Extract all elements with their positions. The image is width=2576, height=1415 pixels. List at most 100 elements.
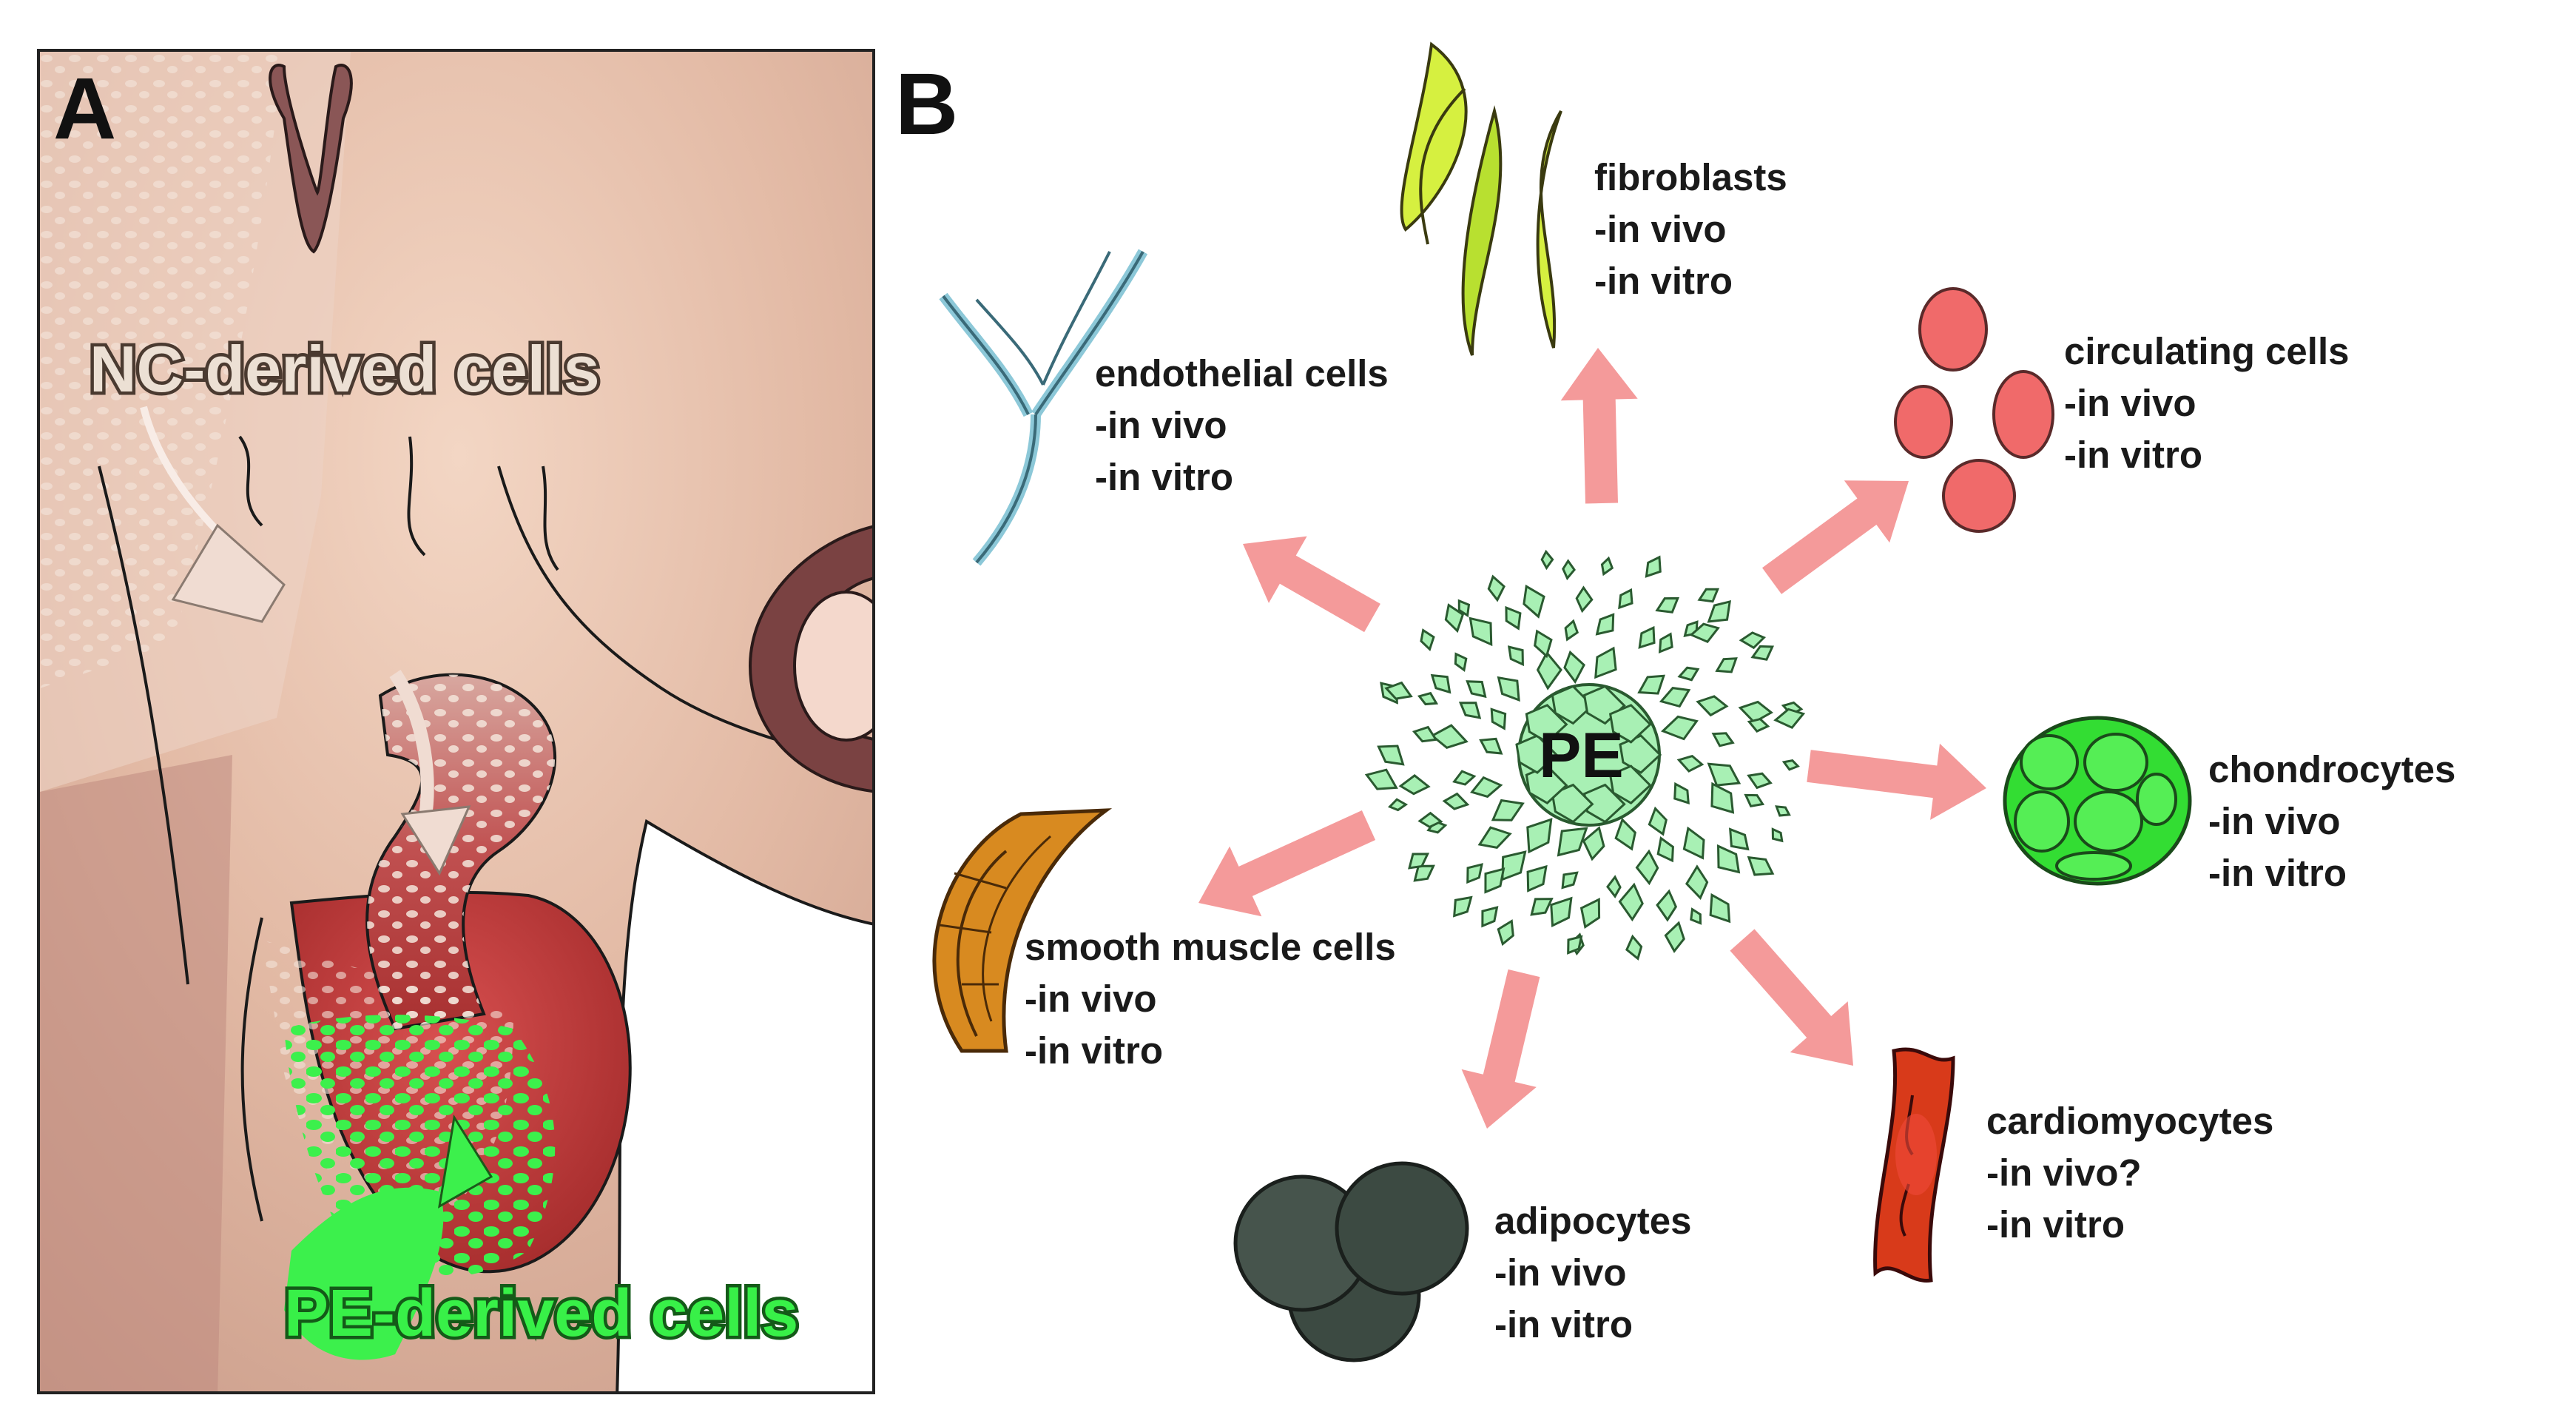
cell-name: chondrocytes <box>2208 748 2456 790</box>
pe-cell <box>1466 680 1487 699</box>
pe-cell <box>1562 559 1576 581</box>
pe-cell <box>1453 895 1473 918</box>
pe-cell <box>1557 827 1588 857</box>
pe-cell <box>1536 651 1562 690</box>
pe-cell <box>1487 574 1506 602</box>
chondrocyte-cell <box>2003 716 2192 886</box>
pe-cell <box>1550 896 1573 928</box>
pe-cell <box>1567 935 1583 955</box>
pe-cell <box>1420 628 1435 652</box>
pe-cell <box>1656 836 1674 863</box>
pe-cell <box>1444 603 1465 633</box>
pe-cell <box>1490 708 1507 730</box>
pe-cell <box>1747 717 1770 733</box>
pe-cell <box>1710 782 1735 814</box>
pe-cell <box>1551 685 1594 725</box>
endothelial-cells-label: endothelial cells -in vivo -in vitro <box>1095 348 1389 503</box>
cardiomyocyte-cell <box>1873 1047 1955 1283</box>
pe-cell <box>1458 702 1482 719</box>
pe-cell <box>1491 799 1525 821</box>
pe-cell <box>1614 817 1636 851</box>
pe-cell <box>1775 805 1791 817</box>
pe-cluster <box>1364 549 1806 961</box>
pe-cell <box>1413 864 1435 882</box>
pe-cell <box>1638 625 1656 649</box>
pe-cell <box>1364 768 1398 790</box>
endothelial-cells <box>939 249 1148 566</box>
pe-cell <box>1523 584 1545 619</box>
in-vitro-note: -in vitro <box>2064 434 2202 476</box>
differentiation-arrow <box>1807 743 1986 820</box>
pe-cell <box>1729 827 1750 851</box>
pe-cell <box>1648 806 1668 836</box>
differentiation-arrow <box>1243 536 1380 633</box>
in-vitro-note: -in vitro <box>1594 260 1733 302</box>
pe-cell <box>1551 783 1594 824</box>
differentiation-arrow <box>1730 929 1853 1066</box>
in-vivo-note: -in vivo <box>1594 208 1727 250</box>
pe-cell <box>1430 673 1451 694</box>
cell-name: circulating cells <box>2064 330 2350 372</box>
cell-name: fibroblasts <box>1594 156 1787 198</box>
pe-cell <box>1750 645 1775 661</box>
pe-cell <box>1773 708 1806 730</box>
chondrocytes-label: chondrocytes -in vivo -in vitro <box>2208 744 2455 899</box>
differentiation-arrow <box>1762 480 1909 594</box>
pe-cell <box>1515 734 1559 774</box>
pe-cell <box>1481 906 1499 928</box>
pe-cell <box>1606 875 1622 898</box>
pe-cell <box>1696 695 1729 717</box>
pe-cell <box>1747 856 1775 876</box>
pe-cell <box>1656 889 1678 922</box>
pe-cell <box>1466 863 1483 884</box>
pe-cell <box>1412 725 1438 743</box>
pe-cell <box>1711 732 1735 747</box>
pe-cell <box>1534 629 1553 659</box>
pe-cell <box>1682 826 1705 860</box>
pe-cell <box>1738 700 1773 724</box>
adipocyte-cells <box>1233 1161 1469 1362</box>
pe-cell <box>1659 687 1691 708</box>
pe-cell <box>1454 652 1468 672</box>
pe-cell <box>1582 826 1605 861</box>
pe-cell <box>1739 631 1767 650</box>
pe-cell <box>1575 585 1594 614</box>
pe-cell <box>1497 676 1520 702</box>
pe-cell <box>1608 704 1652 744</box>
in-vitro-note: -in vitro <box>1025 1029 1163 1072</box>
pe-cell <box>1595 613 1615 636</box>
pe-cell <box>1469 616 1493 647</box>
pe-cell <box>1540 549 1554 571</box>
pe-cell <box>1677 666 1700 682</box>
pe-cell <box>1398 774 1431 796</box>
panel-a-embryo-illustration: NC-derived cells PE-derived cells <box>37 49 875 1394</box>
pe-cell <box>1408 853 1430 870</box>
pe-cell <box>1507 645 1524 667</box>
pe-cell <box>1715 657 1738 673</box>
in-vitro-note: -in vitro <box>1095 456 1233 498</box>
pe-cell <box>1477 826 1512 849</box>
in-vitro-note: -in vitro <box>1494 1303 1633 1345</box>
pe-cell <box>1658 632 1673 653</box>
in-vivo-note: -in vivo? <box>1986 1152 2142 1194</box>
in-vivo-note: -in vivo <box>2064 382 2196 424</box>
pe-cell <box>1673 782 1690 804</box>
pe-cell <box>1771 827 1784 843</box>
pe-cell <box>1452 770 1477 786</box>
pe-cell <box>1709 893 1731 924</box>
pe-cell <box>1661 715 1699 741</box>
pe-cell <box>1781 759 1800 771</box>
pe-cell <box>1716 844 1741 874</box>
panel-a-letter: A <box>53 60 117 158</box>
pe-cell <box>1457 599 1471 618</box>
in-vivo-note: -in vivo <box>1095 404 1227 446</box>
pe-cell <box>1618 882 1644 922</box>
cell-name: cardiomyocytes <box>1986 1100 2274 1142</box>
pe-cell <box>1530 898 1554 916</box>
pe-cell <box>1625 934 1643 961</box>
pe-cell <box>1377 745 1405 766</box>
circulating-cells <box>1894 287 2054 533</box>
nc-derived-cells-label: NC-derived cells <box>87 332 604 406</box>
